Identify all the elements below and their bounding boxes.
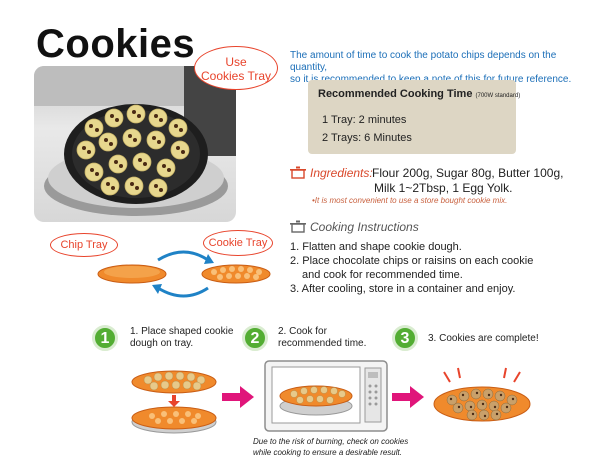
cookie-tray-callout: Cookie Tray [203, 230, 273, 256]
warning-line2: while cooking to ensure a desirable resu… [253, 448, 402, 457]
cookies-photo-graphic [34, 66, 236, 216]
instruction-item: and cook for recommended time. [302, 269, 463, 281]
pot-icon [290, 166, 306, 179]
microwave-illustration [264, 360, 388, 432]
step-1-badge: 1 [92, 325, 118, 351]
arrow-right-icon [222, 386, 254, 408]
step-3-badge: 3 [392, 325, 418, 351]
step-2-line2: recommended time. [278, 338, 367, 349]
step-2-line1: 2. Cook for [278, 326, 327, 337]
page-title: Cookies [36, 22, 196, 66]
cooking-time-box [308, 80, 516, 154]
instruction-item: 3. After cooling, store in a container a… [290, 283, 516, 295]
intro-line2: so it is recommended to keep a note of t… [290, 74, 572, 85]
burning-warning: Due to the risk of burning, check on coo… [253, 436, 573, 458]
cooking-time-line-1: 1 Tray: 2 minutes [322, 114, 407, 126]
step-2-badge: 2 [242, 325, 268, 351]
arrow-right-icon [392, 386, 424, 408]
instructions-list: 1. Flatten and shape cookie dough. 2. Pl… [290, 240, 580, 296]
ingredients-note: •It is most convenient to use a store bo… [312, 196, 508, 205]
ingredients-line2: Milk 1~2Tbsp, 1 Egg Yolk. [374, 181, 513, 195]
cookie-tray-holes [211, 266, 262, 280]
pot-icon-instructions [290, 220, 306, 233]
ingredients-label: Ingredients: [310, 166, 373, 180]
ingredients-text: Flour 200g, Sugar 80g, Butter 100g, Milk… [372, 166, 592, 196]
instructions-label: Cooking Instructions [310, 220, 419, 234]
intro-line1: The amount of time to cook the potato ch… [290, 50, 557, 73]
cookies-photo [34, 66, 236, 222]
instruction-item: 2. Place chocolate chips or raisins on e… [290, 255, 534, 267]
step-1-line1: 1. Place shaped cookie [130, 326, 234, 337]
ingredients-line1: Flour 200g, Sugar 80g, Butter 100g, [372, 166, 564, 180]
step-3-line1: 3. Cookies are complete! [428, 333, 539, 344]
cooking-time-line-2: 2 Trays: 6 Minutes [322, 132, 412, 144]
chip-tray-inner [104, 266, 160, 278]
cooking-time-title-text: Recommended Cooking Time [318, 88, 473, 100]
step-2-text: 2. Cook for recommended time. [278, 326, 366, 350]
use-tray-line1: Use [225, 55, 247, 69]
step-1-illustration [131, 370, 217, 434]
finished-cookies-illustration [433, 367, 531, 422]
swap-arrow-bottom [157, 286, 209, 298]
use-cookies-tray-callout: Use Cookies Tray [194, 46, 278, 90]
tray-swap-diagram [97, 250, 271, 298]
chip-tray-callout: Chip Tray [50, 233, 118, 257]
cooking-time-title: Recommended Cooking Time (700W standard) [318, 88, 520, 100]
use-tray-line2: Cookies Tray [200, 69, 272, 83]
step-1-text: 1. Place shaped cookie dough on tray. [130, 326, 233, 350]
instruction-item: 1. Flatten and shape cookie dough. [290, 241, 462, 253]
intro-text: The amount of time to cook the potato ch… [290, 50, 590, 86]
step-1-line2: dough on tray. [130, 338, 194, 349]
warning-line1: Due to the risk of burning, check on coo… [253, 437, 409, 446]
swap-arrow-top [157, 250, 209, 262]
step-3-text: 3. Cookies are complete! [428, 333, 539, 345]
cooking-time-standard: (700W standard) [475, 93, 521, 99]
